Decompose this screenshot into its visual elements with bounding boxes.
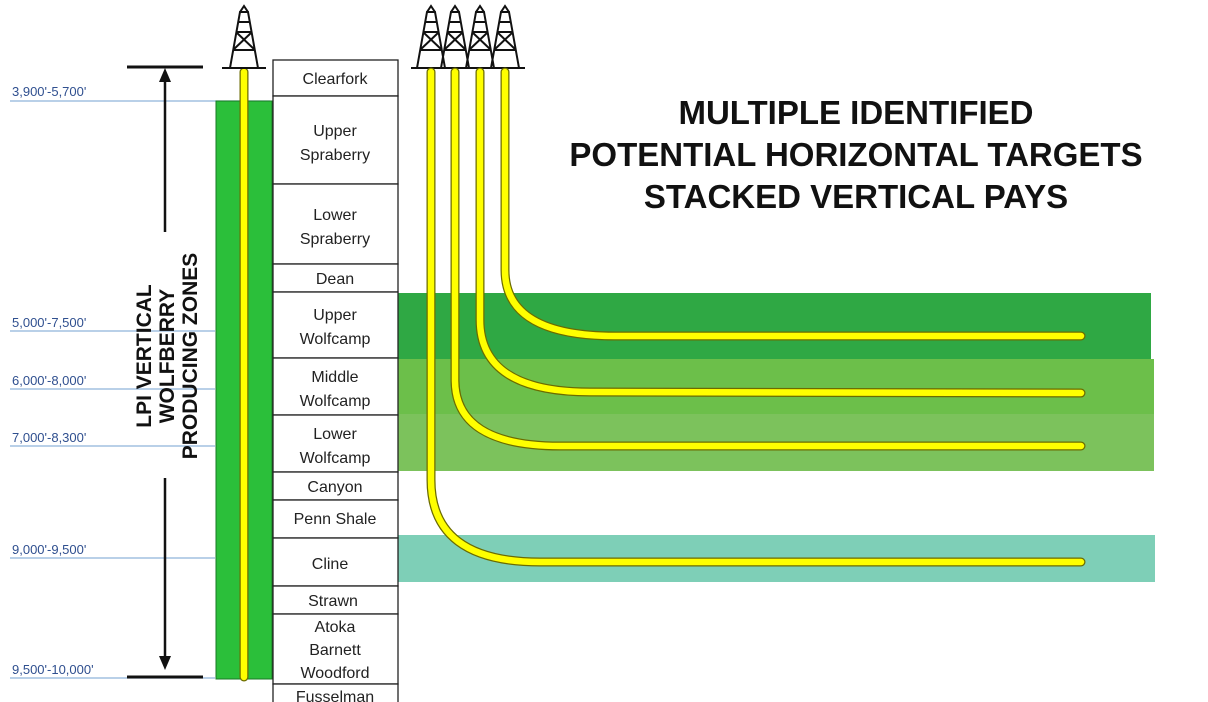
formation-label-clearfork: Clearfork — [303, 71, 369, 88]
formation-label-upper-wolfcamp: Wolfcamp — [300, 331, 371, 348]
middle-wolfcamp-zone — [398, 359, 1154, 414]
formation-label-middle-wolfcamp: Middle — [311, 369, 358, 386]
drilling-rig-icon — [464, 4, 496, 69]
formation-label-lower-wolfcamp: Wolfcamp — [300, 450, 371, 467]
depth-label: 5,000'-7,500' — [12, 315, 86, 330]
producing-interval-arrow — [127, 65, 203, 679]
formation-label-lower-spraberry: Lower — [313, 207, 357, 224]
formation-label-middle-wolfcamp: Wolfcamp — [300, 393, 371, 410]
formation-label-penn-shale: Penn Shale — [294, 511, 377, 528]
depth-label: 9,500'-10,000' — [12, 662, 94, 677]
formation-label-canyon: Canyon — [307, 479, 362, 496]
horizontal-well-upper-wolfcamp — [500, 67, 1086, 341]
depth-label: 9,000'-9,500' — [12, 542, 86, 557]
upper-wolfcamp-zone — [398, 293, 1151, 359]
formation-label-cline: Cline — [312, 556, 349, 573]
depth-label: 6,000'-8,000' — [12, 373, 86, 388]
drilling-rig-icon — [485, 4, 525, 69]
horizontal-well-cline — [426, 67, 1086, 567]
formation-label-fusselman: Fusselman — [296, 689, 374, 702]
formation-label-atoka-barnett-woodford: Woodford — [300, 665, 369, 682]
horizontal-well-lower-wolfcamp — [450, 67, 1086, 451]
drilling-rig-icon — [439, 4, 471, 69]
formation-label-lower-wolfcamp: Lower — [313, 426, 357, 443]
depth-label: 3,900'-5,700' — [12, 84, 86, 99]
vertical-label-line: PRODUCING ZONES — [179, 253, 202, 460]
title-line: MULTIPLE IDENTIFIED — [678, 94, 1033, 131]
formation-label-atoka-barnett-woodford: Barnett — [309, 642, 361, 659]
title-line: POTENTIAL HORIZONTAL TARGETS — [569, 136, 1142, 173]
formation-labels: Clearfork Upper Spraberry Lower Spraberr… — [294, 71, 377, 702]
formation-label-strawn: Strawn — [308, 593, 358, 610]
vertical-label-line: WOLFBERRY — [156, 289, 179, 424]
vertical-label-line: LPI VERTICAL — [133, 284, 156, 428]
drilling-rig-icon — [222, 4, 266, 69]
formation-label-upper-wolfcamp: Upper — [313, 307, 357, 324]
vertical-zone-label: LPI VERTICAL WOLFBERRY PRODUCING ZONES — [133, 253, 202, 460]
diagram-title: MULTIPLE IDENTIFIED POTENTIAL HORIZONTAL… — [569, 94, 1142, 215]
formation-label-upper-spraberry: Upper — [313, 123, 357, 140]
formation-label-upper-spraberry: Spraberry — [300, 147, 370, 164]
formation-label-dean: Dean — [316, 271, 354, 288]
depth-label: 7,000'-8,300' — [12, 430, 86, 445]
formation-label-lower-spraberry: Spraberry — [300, 231, 370, 248]
depth-labels: 3,900'-5,700' 5,000'-7,500' 6,000'-8,000… — [12, 84, 94, 677]
formation-column — [272, 59, 399, 702]
drilling-rig-icon — [411, 4, 451, 69]
title-line: STACKED VERTICAL PAYS — [644, 178, 1068, 215]
formation-label-atoka-barnett-woodford: Atoka — [315, 619, 356, 636]
horizontal-well-middle-wolfcamp — [475, 67, 1086, 398]
